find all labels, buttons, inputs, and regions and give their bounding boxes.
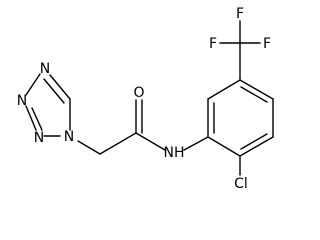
bond-ring-c2-c3 — [207, 79, 241, 100]
bond-tetrazole-n3-n2 — [25, 105, 37, 131]
atom-label-n2: N — [34, 130, 44, 146]
bond-tetrazole-n4-n3 — [25, 73, 41, 96]
bond-nh-ring — [183, 136, 209, 151]
bond-n1-ch2 — [77, 140, 101, 155]
molecule-structure-diagram: N N N N O NH Cl F F F — [17, 6, 274, 192]
atom-label-cl: Cl — [234, 176, 248, 192]
bond-ring-c5-c6 — [239, 136, 274, 157]
bond-tetrazole-n3-n2-double — [31, 107, 43, 131]
bond-tetrazole-c-n4 — [49, 74, 71, 100]
atom-label-f-right: F — [263, 36, 271, 52]
atom-label-n1: N — [64, 129, 74, 145]
atom-label-o: O — [133, 85, 144, 101]
bonds — [25, 20, 274, 176]
bond-ring-c3-c4-inner — [240, 86, 268, 103]
bond-ring-c6-c1 — [207, 136, 241, 157]
atom-label-nh: NH — [164, 145, 185, 161]
bond-carbonyl-nh — [135, 132, 166, 151]
atom-label-n4: N — [40, 61, 50, 77]
atom-label-f-left: F — [209, 36, 217, 52]
bond-ring-c3-c4 — [239, 79, 274, 100]
atom-label-n3: N — [17, 93, 27, 109]
bond-ch2-carbonyl — [99, 132, 137, 155]
atom-label-f-top: F — [236, 6, 244, 22]
atom-labels: N N N N O NH Cl F F F — [17, 6, 271, 192]
bond-tetrazole-c-n4-double — [43, 78, 65, 104]
bond-ring-c5-c6-inner — [240, 133, 268, 150]
